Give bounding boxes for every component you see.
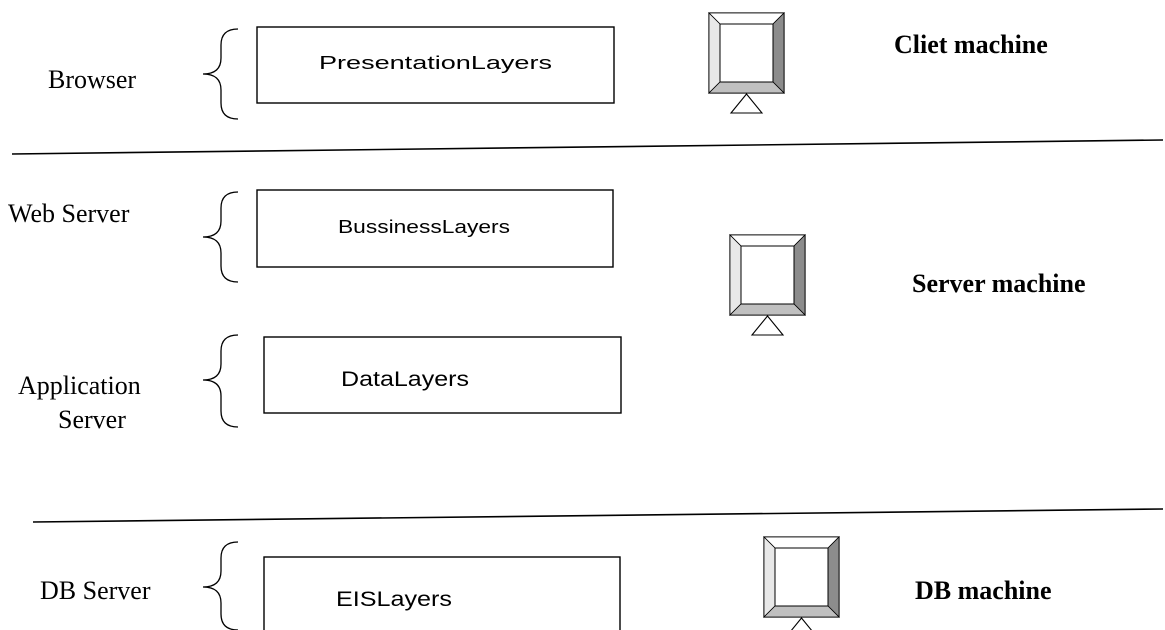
layer-box-presentation xyxy=(256,26,615,104)
layer-box-eis xyxy=(263,556,621,630)
layer-label-eis: EISLayers xyxy=(336,588,452,611)
computer-monitor-icon xyxy=(708,12,785,114)
layer-label-business: BussinessLayers xyxy=(338,217,510,237)
curly-brace xyxy=(202,541,239,630)
software-label-application-server-line1: Application xyxy=(18,371,141,400)
curly-brace xyxy=(202,28,239,120)
layer-box-business xyxy=(256,189,614,268)
computer-monitor-icon xyxy=(729,234,806,336)
layer-label-data: DataLayers xyxy=(341,368,469,391)
layer-label-presentation: PresentationLayers xyxy=(319,53,552,73)
computer-monitor-icon xyxy=(763,536,840,630)
machine-label-client: Cliet machine xyxy=(894,30,1048,59)
machine-label-server: Server machine xyxy=(912,269,1086,298)
software-label-db-server: DB Server xyxy=(40,576,151,605)
software-label-browser: Browser xyxy=(48,65,136,94)
separator-line-client-server xyxy=(11,139,1164,155)
separator-line-server-db xyxy=(32,508,1164,523)
curly-brace xyxy=(202,191,239,283)
layer-box-data xyxy=(263,336,622,414)
software-label-application-server-line2: Server xyxy=(58,405,126,434)
curly-brace xyxy=(202,334,239,428)
machine-label-db: DB machine xyxy=(915,576,1052,605)
software-label-web-server: Web Server xyxy=(8,199,130,228)
